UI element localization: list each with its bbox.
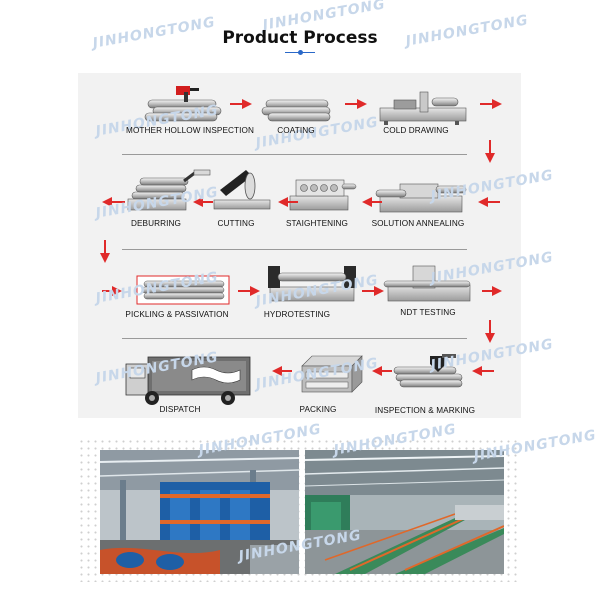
cutting-icon [213,170,271,210]
step-label: CUTTING [217,219,255,228]
pickling-passivation-icon [136,275,230,305]
hydrotesting-icon [268,266,356,302]
deburring-icon [127,169,211,211]
step-label: HYDROTESTING [263,310,331,319]
step-label: SOLUTION ANNEALING [371,219,465,228]
factory-photo-right [305,450,504,574]
row-separator [122,338,467,339]
step-label: PICKLING & PASSIVATION [125,310,229,319]
step-label: DISPATCH [159,405,201,414]
dispatch-truck-icon [125,356,251,405]
step-label: INSPECTION & MARKING [374,406,476,415]
inspection-marking-icon [393,354,463,388]
row-separator [122,249,467,250]
solution-annealing-icon [375,183,467,213]
photo-strip: JINHONGTONG JINHONGTONG JINHONGTONG JINH… [78,421,598,582]
title-underline-dot [298,50,303,55]
straightening-icon [289,179,357,211]
step-label: NDT TESTING [400,308,456,317]
coating-icon [261,99,331,122]
flow-arrows [100,99,502,376]
packing-icon [301,355,363,393]
row-separator [122,154,467,155]
step-label: MOTHER HOLLOW INSPECTION [126,126,254,135]
factory-photo-left [100,450,299,574]
factory-photo-roller-line-icon [305,450,504,574]
mother-hollow-inspection-icon [144,86,222,122]
step-label: PACKING [299,405,337,414]
cold-drawing-icon [379,91,467,125]
ndt-testing-icon [383,265,471,302]
step-label: COATING [277,126,315,135]
factory-photo-steel-frame-icon [100,450,299,574]
step-label: STAIGHTENING [285,219,349,228]
page-title: Product Process [222,28,378,48]
step-label: DEBURRING [130,219,182,228]
step-label: COLD DRAWING [383,126,449,135]
